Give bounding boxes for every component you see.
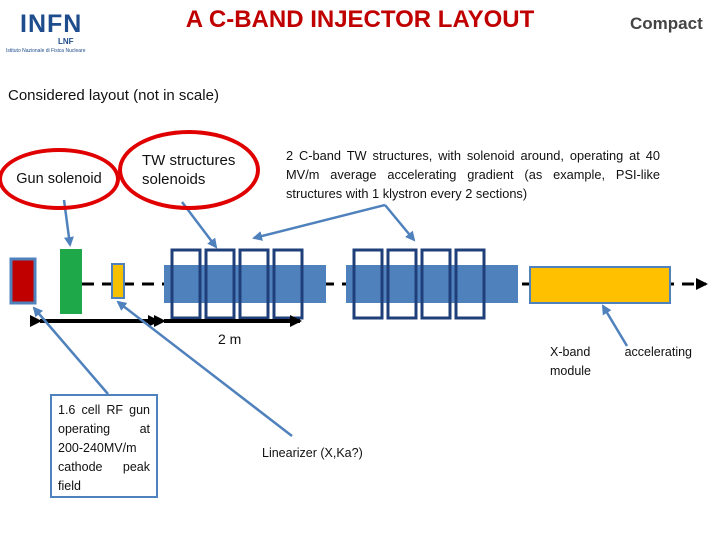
scale-label: 2 m: [218, 331, 242, 347]
rf-gun-block: [9, 257, 37, 305]
tw-solenoids-label: solenoids: [142, 171, 206, 188]
arrow-rf-gun: [32, 306, 109, 395]
infn-logo-subtext: LNF: [58, 37, 74, 46]
xband-module-block: [529, 266, 671, 304]
arrow-description-1: [252, 203, 386, 241]
infn-logo-text: INFN: [20, 10, 83, 38]
layout-subtitle: Considered layout (not in scale): [8, 87, 219, 104]
rf-gun-description-box: 1.6 cell RF gun operating at 200-240MV/m…: [50, 394, 158, 498]
tw-structures-label: TW structures: [142, 152, 236, 169]
arrow-linearizer: [116, 300, 293, 437]
tw-structure-2: [346, 265, 518, 303]
gun-solenoid-block: [60, 249, 82, 314]
arrow-xband: [601, 304, 629, 347]
infn-logo-fine-text: Istituto Nazionale di Fisica Nucleare: [6, 48, 86, 54]
compact-logo: Compact: [630, 14, 703, 33]
tw-solenoids-2: [352, 248, 486, 320]
xband-label: X-band accelerating module: [550, 345, 692, 378]
tw-description-text: 2 C-band TW structures, with solenoid ar…: [286, 148, 660, 201]
gun-solenoid-bubble: Gun solenoid: [0, 148, 120, 210]
gun-solenoid-label: Gun solenoid: [16, 171, 102, 187]
arrow-description-2: [384, 204, 416, 242]
tw-structures-bubble: TW structures solenoids: [118, 130, 260, 210]
small-yellow-element: [111, 263, 125, 299]
page-title: A C-BAND INJECTOR LAYOUT: [185, 6, 535, 33]
infn-logo: INFN LNF Istituto Nazionale di Fisica Nu…: [6, 8, 88, 56]
linearizer-label: Linearizer (X,Ka?): [262, 446, 363, 460]
tw-structure-1: [164, 265, 326, 303]
